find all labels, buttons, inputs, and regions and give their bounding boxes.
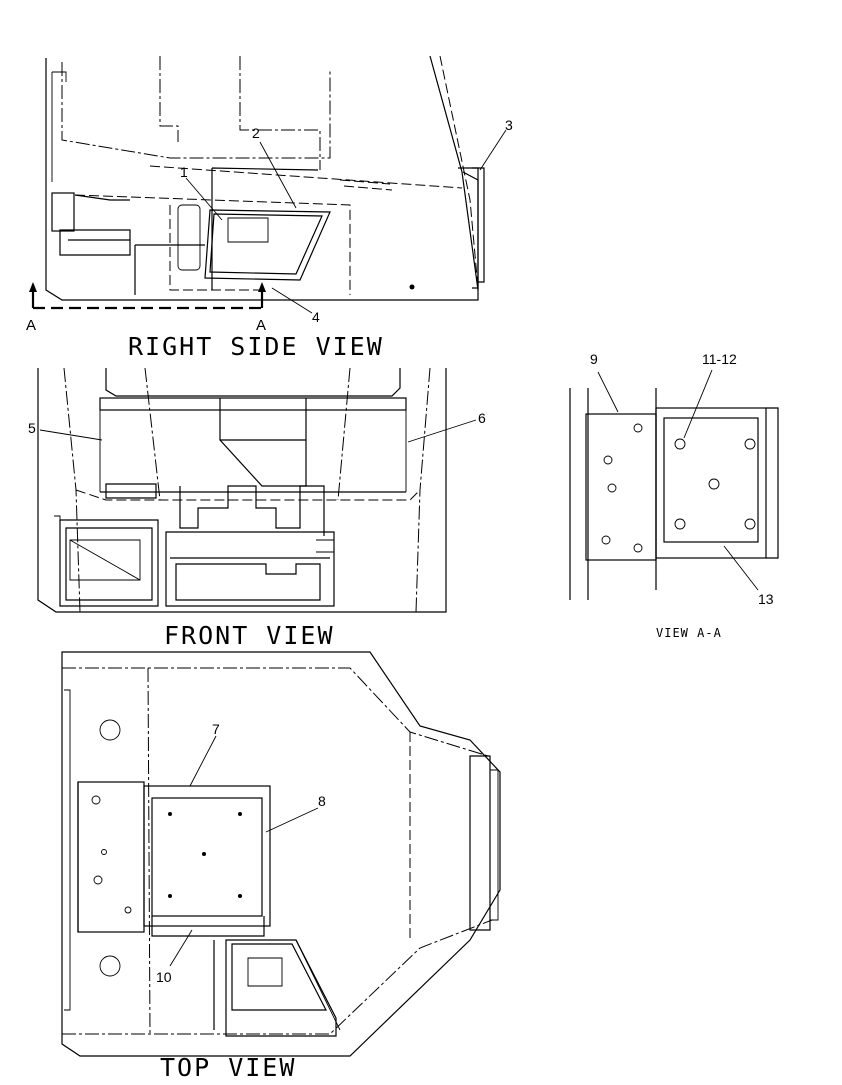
section-aa-view: 9 11-12 13 VIEW A-A <box>569 351 779 640</box>
front-view-title: FRONT VIEW <box>164 621 335 650</box>
section-mark-right: A <box>256 317 266 334</box>
callout-1: 1 <box>180 164 188 180</box>
front-view: 5 6 FRONT VIEW <box>28 367 486 650</box>
right-side-view-title: RIGHT SIDE VIEW <box>128 332 384 361</box>
section-mark-left: A <box>26 317 36 334</box>
callout-5: 5 <box>28 420 36 436</box>
callout-3: 3 <box>505 117 513 133</box>
callout-8: 8 <box>318 793 326 809</box>
section-aa-title: VIEW A-A <box>656 626 722 640</box>
right-side-view: A A 1 2 3 4 RIGHT SIDE VIEW <box>26 55 513 361</box>
callout-6: 6 <box>478 410 486 426</box>
callout-2: 2 <box>252 125 260 141</box>
top-view-title: TOP VIEW <box>160 1053 296 1082</box>
callout-9: 9 <box>590 351 598 367</box>
callout-7: 7 <box>212 721 220 737</box>
callout-13: 13 <box>758 591 774 607</box>
callout-11-12: 11-12 <box>702 351 737 367</box>
bolt-pattern <box>601 423 756 553</box>
top-view: 7 8 10 TOP VIEW <box>61 651 501 1082</box>
callout-10: 10 <box>156 969 172 985</box>
callout-4: 4 <box>312 309 320 325</box>
